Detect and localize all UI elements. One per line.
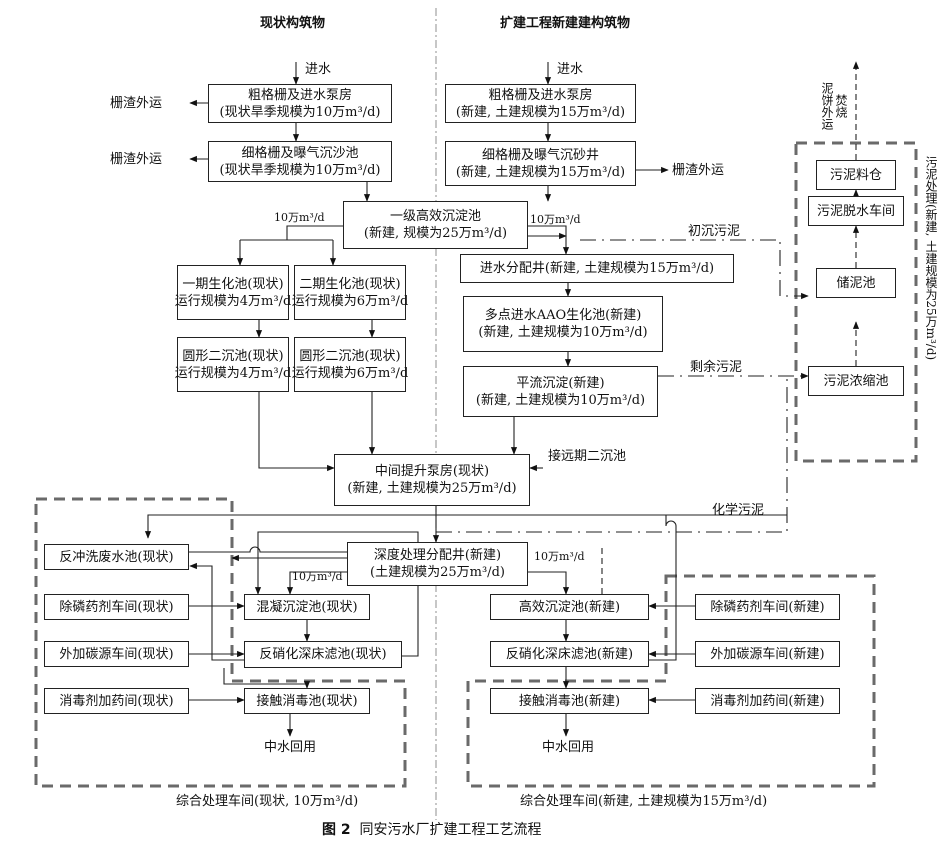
- phosphorus-dosing-existing: 除磷药剂车间(现状): [44, 594, 189, 620]
- coarse-screen-pump-existing: 粗格栅及进水泵房(现状旱季规模为10万m³/d): [208, 84, 392, 123]
- sludge-thickener: 污泥浓缩池: [808, 366, 904, 396]
- high-efficiency-sedimentation-new: 高效沉淀池(新建): [490, 594, 649, 620]
- flow-rate-label: 10万m³/d: [530, 213, 581, 226]
- fine-screen-grit-existing: 细格栅及曝气沉沙池(现状旱季规模为10万m³/d): [208, 141, 392, 182]
- workshop-existing-label: 综合处理车间(现状, 10万m³/d): [176, 794, 359, 809]
- backwash-waste-tank: 反冲洗废水池(现状): [44, 544, 189, 570]
- header-new: 扩建工程新建建构筑物: [500, 16, 631, 31]
- horizontal-sedimentation-tank: 平流沉淀(新建)(新建, 土建规模为10万m³/d): [463, 366, 658, 417]
- chemical-sludge-label: 化学污泥: [712, 503, 765, 518]
- carbon-source-existing: 外加碳源车间(现状): [44, 641, 189, 667]
- contact-disinfection-new: 接触消毒池(新建): [490, 688, 649, 714]
- reclaimed-water-label: 中水回用: [542, 740, 595, 755]
- primary-sludge-label: 初沉污泥: [688, 224, 741, 239]
- carbon-source-new: 外加碳源车间(新建): [695, 641, 840, 667]
- sludge-dewatering: 污泥脱水车间: [808, 196, 904, 226]
- header-existing: 现状构筑物: [260, 16, 326, 31]
- excess-sludge-label: 剩余污泥: [690, 360, 743, 375]
- contact-disinfection-existing: 接触消毒池(现状): [244, 688, 370, 714]
- disinfectant-dosing-existing: 消毒剂加药间(现状): [44, 688, 189, 714]
- sludge-cake-out-label: 泥饼外运: [820, 82, 834, 130]
- reclaimed-water-label: 中水回用: [264, 740, 317, 755]
- sludge-silo: 污泥料仓: [816, 160, 896, 190]
- sludge-storage: 储泥池: [816, 268, 896, 298]
- figure-title: 同安污水厂扩建工程工艺流程: [359, 822, 542, 838]
- future-clarifier-label: 接远期二沉池: [548, 449, 627, 464]
- incineration-label: 焚烧: [834, 94, 848, 118]
- screenings-out-label: 栅渣外运: [110, 152, 163, 167]
- bioreactor-phase1: 一期生化池(现状)运行规模为4万m³/d: [175, 265, 291, 320]
- sludge-treatment-label: 污泥处理(新建, 土建规模为25万m³/d): [924, 156, 938, 361]
- workshop-new-label: 综合处理车间(新建, 土建规模为15万m³/d): [520, 794, 768, 809]
- circular-clarifier-2: 圆形二沉池(现状)运行规模为6万m³/d: [292, 337, 408, 392]
- primary-sedimentation-tank: 一级高效沉淀池(新建, 规模为25万m³/d): [343, 201, 528, 249]
- coagulation-sedimentation-existing: 混凝沉淀池(现状): [244, 594, 370, 620]
- circular-clarifier-1: 圆形二沉池(现状)运行规模为4万m³/d: [175, 337, 291, 392]
- bioreactor-phase2: 二期生化池(现状)运行规模为6万m³/d: [292, 265, 408, 320]
- inflow-label-left: 进水: [305, 62, 332, 77]
- denitrification-filter-existing: 反硝化深床滤池(现状): [244, 641, 402, 668]
- screenings-out-label: 栅渣外运: [672, 163, 725, 178]
- phosphorus-dosing-new: 除磷药剂车间(新建): [695, 594, 840, 620]
- disinfectant-dosing-new: 消毒剂加药间(新建): [695, 688, 840, 714]
- flow-rate-label: 10万m³/d: [292, 570, 343, 583]
- fine-screen-grit-new: 细格栅及曝气沉砂井(新建, 土建规模为15万m³/d): [445, 141, 636, 186]
- screenings-out-label: 栅渣外运: [110, 96, 163, 111]
- figure-caption: 图 2 同安污水厂扩建工程工艺流程: [322, 822, 542, 838]
- coarse-screen-pump-new: 粗格栅及进水泵房(新建, 土建规模为15万m³/d): [445, 84, 636, 123]
- aao-bioreactor: 多点进水AAO生化池(新建)(新建, 土建规模为10万m³/d): [463, 296, 663, 352]
- advanced-distribution-well: 深度处理分配井(新建)(土建规模为25万m³/d): [347, 542, 528, 586]
- inflow-label-right: 进水: [557, 62, 584, 77]
- intermediate-lift-pump: 中间提升泵房(现状)(新建, 土建规模为25万m³/d): [334, 454, 530, 506]
- denitrification-filter-new: 反硝化深床滤池(新建): [490, 641, 649, 667]
- flow-rate-label: 10万m³/d: [274, 211, 325, 224]
- flow-rate-label: 10万m³/d: [534, 550, 585, 563]
- figure-number: 图 2: [322, 822, 351, 838]
- inlet-distribution-well: 进水分配井(新建, 土建规模为15万m³/d): [460, 254, 734, 283]
